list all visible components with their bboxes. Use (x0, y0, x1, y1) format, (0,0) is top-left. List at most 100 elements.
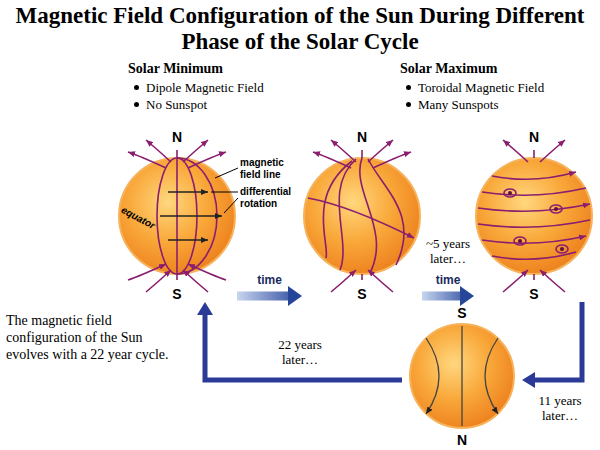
edge-label-slot: 22 years later… (262, 337, 338, 367)
label-slot: magnetic field line (240, 157, 300, 181)
label-slot: ~5 years later… (421, 236, 475, 266)
sun-disc (410, 324, 514, 428)
edge-label-slot: 11 years later… (526, 393, 594, 423)
sunspots (508, 191, 564, 251)
label-slot: Solar Maximum (400, 60, 590, 77)
phase-bullet: Dipole Magnetic Field (146, 79, 346, 96)
edge-label-slot: time (423, 273, 473, 287)
field-line (146, 140, 171, 162)
callout-label: magnetic field line (240, 157, 300, 181)
phase-heading: Solar Maximum (400, 60, 590, 77)
leader-line (224, 198, 238, 213)
field-line (492, 172, 576, 179)
field-line (128, 152, 166, 168)
field-line (478, 204, 590, 211)
leader-line (211, 192, 238, 193)
field-line (478, 220, 590, 227)
field-line (308, 198, 414, 238)
field-line (426, 338, 439, 414)
label-slot: equator (116, 212, 160, 224)
rotation-arrow (168, 191, 208, 192)
pole-label: N (172, 130, 182, 145)
sunspot (554, 207, 558, 211)
field-line (540, 270, 565, 292)
field-line (313, 152, 351, 168)
leader-lines (211, 168, 238, 213)
toroidal-field-lines (478, 140, 590, 292)
rotation-axis (533, 274, 535, 280)
field-line (339, 159, 356, 270)
rotation-axis (361, 274, 363, 280)
label-slot: differential rotation (240, 186, 300, 210)
time-arrow (237, 292, 288, 301)
field-line (482, 236, 586, 243)
field-line (368, 270, 393, 292)
sunspot-loop (514, 237, 526, 245)
field-line (368, 140, 393, 162)
label-slot: No Sunspot (146, 96, 346, 113)
edge-label: time (245, 273, 295, 287)
rotation-axis (176, 150, 178, 274)
cycle-arrow (535, 302, 582, 380)
pole-label: S (357, 287, 366, 302)
field-line (360, 158, 377, 273)
edge-label-slot: time (245, 273, 295, 287)
field-line (146, 270, 171, 292)
rotation-axis (361, 150, 363, 158)
field-line (485, 338, 498, 414)
pole-label: S (172, 287, 181, 302)
label-slot: Solar Minimum (128, 60, 328, 77)
sun-disc (304, 158, 420, 274)
field-line (188, 152, 226, 168)
sunspot-loop (556, 245, 568, 253)
time-note: ~5 years later… (421, 236, 475, 266)
sunspot (518, 239, 522, 243)
sun-disc (476, 158, 592, 274)
field-line (368, 159, 404, 265)
sunspot-loop (504, 189, 516, 197)
phase-bullet: No Sunspot (146, 96, 346, 113)
reversed-field-lines (426, 326, 498, 426)
label-slot: Toroidal Magnetic Field (418, 79, 594, 96)
pole-label: S (457, 306, 466, 321)
field-line (503, 270, 528, 292)
sunspot (560, 247, 564, 251)
differential-rotation-arrows (160, 192, 222, 240)
rotation-arrow (168, 239, 208, 240)
field-line (183, 270, 208, 292)
diagram-title: Magnetic Field Configuration of the Sun … (15, 3, 585, 55)
explanation-note: The magnetic field configuration of the … (6, 312, 174, 363)
field-line (331, 270, 356, 292)
sheared-field-lines (308, 140, 414, 292)
sunspot-loop (550, 205, 562, 213)
pole-label: S (529, 287, 538, 302)
field-line (373, 152, 411, 168)
phase-bullet: Toroidal Magnetic Field (418, 79, 594, 96)
pole-label: N (529, 130, 539, 145)
rotation-arrow (160, 215, 222, 216)
edge-label: 11 years later… (526, 393, 594, 423)
rotation-axis (533, 150, 535, 158)
time-arrow (422, 292, 460, 301)
leader-line (215, 168, 238, 178)
sunspot (508, 191, 512, 195)
phase-heading: Solar Minimum (128, 60, 328, 77)
pole-label: N (457, 433, 467, 448)
callout-label: differential rotation (240, 186, 300, 210)
edge-label: time (423, 273, 473, 287)
field-line (128, 264, 166, 280)
field-line (188, 264, 226, 280)
rotation-axis (461, 326, 462, 426)
label-slot: Dipole Magnetic Field (146, 79, 346, 96)
field-line (482, 188, 586, 195)
pole-label: N (357, 130, 367, 145)
field-line (331, 140, 356, 162)
field-line (540, 140, 565, 162)
label-slot: Many Sunspots (418, 96, 594, 113)
field-line (183, 140, 208, 162)
phase-bullet: Many Sunspots (418, 96, 594, 113)
label-slot: The magnetic field configuration of the … (6, 312, 174, 363)
cycle-arrow (205, 315, 402, 380)
title-slot: Magnetic Field Configuration of the Sun … (0, 3, 600, 55)
